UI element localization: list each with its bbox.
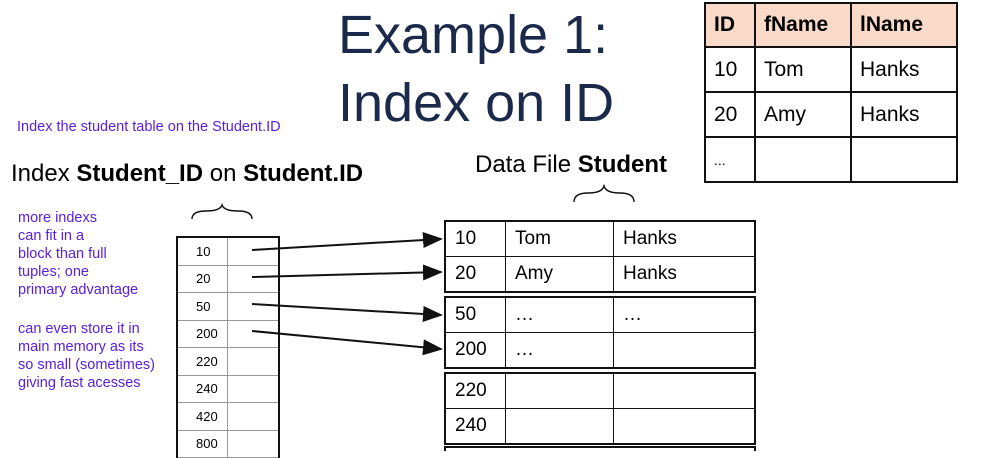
index-entry: 10	[178, 238, 278, 266]
table-row: ...	[705, 137, 957, 182]
index-heading-target: Student.ID	[243, 160, 363, 187]
table-cell: 20	[705, 92, 755, 137]
record-lname	[614, 333, 754, 367]
record-fname	[506, 409, 614, 443]
note1-line: tuples; one	[18, 263, 138, 281]
data-record: 240	[446, 408, 754, 443]
slide-title-line1: Example 1:	[338, 8, 608, 62]
record-id: 10	[446, 222, 506, 256]
table-cell: 10	[705, 47, 755, 92]
table-cell: Hanks	[851, 92, 957, 137]
index-heading-prefix: Index	[11, 160, 76, 187]
table-cell: Amy	[755, 92, 851, 137]
index-key: 420	[178, 403, 228, 430]
data-block-3: 220 240	[444, 372, 756, 445]
data-record: 200 …	[446, 332, 754, 367]
data-block-4-edge	[444, 446, 756, 451]
table-cell	[851, 137, 957, 182]
pointer-arrow-20	[252, 272, 441, 277]
sample-student-table: ID fName lName 10 Tom Hanks 20 Amy Hanks…	[704, 2, 958, 183]
index-heading: Index Student_ID on Student.ID	[11, 160, 363, 188]
record-lname	[614, 374, 754, 408]
index-heading-middle: on	[203, 160, 243, 187]
index-key: 50	[178, 293, 228, 320]
note2-line: can even store it in	[18, 320, 155, 338]
index-key: 200	[178, 321, 228, 348]
record-fname: Tom	[506, 222, 614, 256]
record-id: 220	[446, 374, 506, 408]
note-index-student-table: Index the student table on the Student.I…	[17, 118, 281, 136]
record-lname: Hanks	[614, 257, 754, 291]
record-id: 50	[446, 298, 506, 332]
table-cell: Hanks	[851, 47, 957, 92]
note1-line: primary advantage	[18, 281, 138, 299]
index-column: 10 20 50 200 220 240 420 800	[176, 236, 280, 458]
index-brace-icon	[190, 203, 254, 221]
index-key: 10	[178, 238, 228, 265]
note-main-memory: can even store it in main memory as its …	[18, 320, 155, 392]
data-block-1: 10 Tom Hanks 20 Amy Hanks	[444, 220, 756, 293]
index-entry: 20	[178, 266, 278, 294]
data-record: 220	[446, 374, 754, 408]
index-key: 240	[178, 376, 228, 403]
data-file-heading: Data File Student	[475, 151, 667, 179]
data-block-2: 50 … … 200 …	[444, 296, 756, 369]
column-header-lname: lName	[851, 3, 957, 47]
index-key: 800	[178, 431, 228, 458]
note2-line: giving fast acesses	[18, 374, 155, 392]
data-record: 20 Amy Hanks	[446, 256, 754, 291]
table-cell: Tom	[755, 47, 851, 92]
data-record: 50 … …	[446, 298, 754, 332]
index-entry: 220	[178, 348, 278, 376]
note2-line: main memory as its	[18, 338, 155, 356]
column-header-fname: fName	[755, 3, 851, 47]
record-fname: Amy	[506, 257, 614, 291]
index-entry: 50	[178, 293, 278, 321]
index-entry: 200	[178, 321, 278, 349]
index-heading-index-name: Student_ID	[76, 160, 203, 187]
table-header-row: ID fName lName	[705, 3, 957, 47]
table-cell: ...	[705, 137, 755, 182]
data-file-brace-icon	[572, 184, 636, 204]
index-entry: 800	[178, 431, 278, 458]
record-lname: Hanks	[614, 222, 754, 256]
record-id: 20	[446, 257, 506, 291]
data-heading-prefix: Data File	[475, 151, 578, 178]
record-lname	[614, 409, 754, 443]
note1-line: block than full	[18, 245, 138, 263]
record-fname	[506, 374, 614, 408]
index-entry: 240	[178, 376, 278, 404]
index-key: 220	[178, 348, 228, 375]
note2-line: so small (sometimes)	[18, 356, 155, 374]
record-fname: …	[506, 333, 614, 367]
data-record: 10 Tom Hanks	[446, 222, 754, 256]
table-row: 10 Tom Hanks	[705, 47, 957, 92]
record-id: 240	[446, 409, 506, 443]
pointer-arrow-10	[252, 239, 441, 250]
slide-title-line2: Index on ID	[338, 76, 614, 130]
record-id: 200	[446, 333, 506, 367]
data-heading-name: Student	[578, 151, 667, 178]
table-row: 20 Amy Hanks	[705, 92, 957, 137]
record-fname: …	[506, 298, 614, 332]
pointer-arrow-50	[252, 304, 441, 315]
index-entry: 420	[178, 403, 278, 431]
table-cell	[755, 137, 851, 182]
pointer-arrow-200	[252, 331, 441, 349]
index-key: 20	[178, 266, 228, 293]
column-header-id: ID	[705, 3, 755, 47]
note-more-indexes: more indexs can fit in a block than full…	[18, 209, 138, 299]
note1-line: can fit in a	[18, 227, 138, 245]
record-lname: …	[614, 298, 754, 332]
note1-line: more indexs	[18, 209, 138, 227]
